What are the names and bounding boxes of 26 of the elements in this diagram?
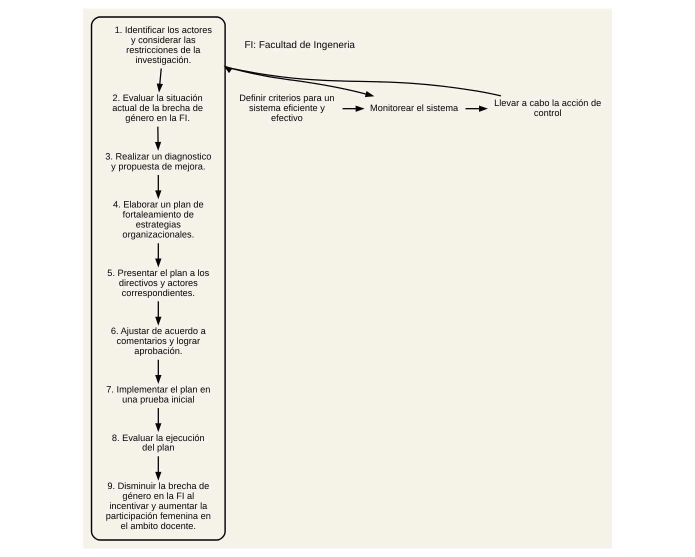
arrow [466, 106, 488, 112]
cluster [90, 16, 226, 541]
arrow [156, 68, 163, 93]
node-text: 4. Elaborar un plan de fortaleamiento de estrategias organizacionales. [112, 200, 204, 240]
node-text: 2. Evaluar la situación actual de la brecha de género en la FI. [112, 93, 203, 124]
node-text: 5. Presentar el plan a los directivos y actores correspondientes. [107, 268, 210, 298]
label: FI: Facultad de Ingeneria [244, 40, 355, 52]
arrow [155, 243, 162, 268]
arrow [155, 456, 162, 481]
arrow [154, 126, 162, 151]
node-text: 6. Ajustar de acuerdo a comentarios y lograr aprobación. [110, 326, 206, 356]
arrow [155, 360, 162, 384]
node-text: 1. Identificar los actores y considerar las restricciones de la investigación. [114, 24, 212, 65]
node-text: Monitorear el sistema [370, 103, 458, 114]
arrow [224, 65, 502, 96]
arrow [155, 301, 162, 326]
arrow [155, 408, 162, 432]
arrow [342, 106, 365, 112]
node-text: 3. Realizar un diagnostico y propuesta de mejora. [105, 151, 212, 172]
node-text: 8. Evaluar la ejecución del plan [112, 432, 205, 453]
node-text: 9. Disminuir la brecha de género en la FI al incentivar y aumentar la participación femenina en el ambito docente. [106, 481, 211, 531]
arrow [224, 66, 374, 98]
node-text: Definir criterios para un sistema eficiente y efectivo [239, 93, 335, 124]
node-text: 7. Implementar el plan en una prueba inicial [106, 384, 210, 404]
arrow [155, 175, 162, 200]
node-text: Llevar a cabo la acción de control [494, 98, 602, 118]
